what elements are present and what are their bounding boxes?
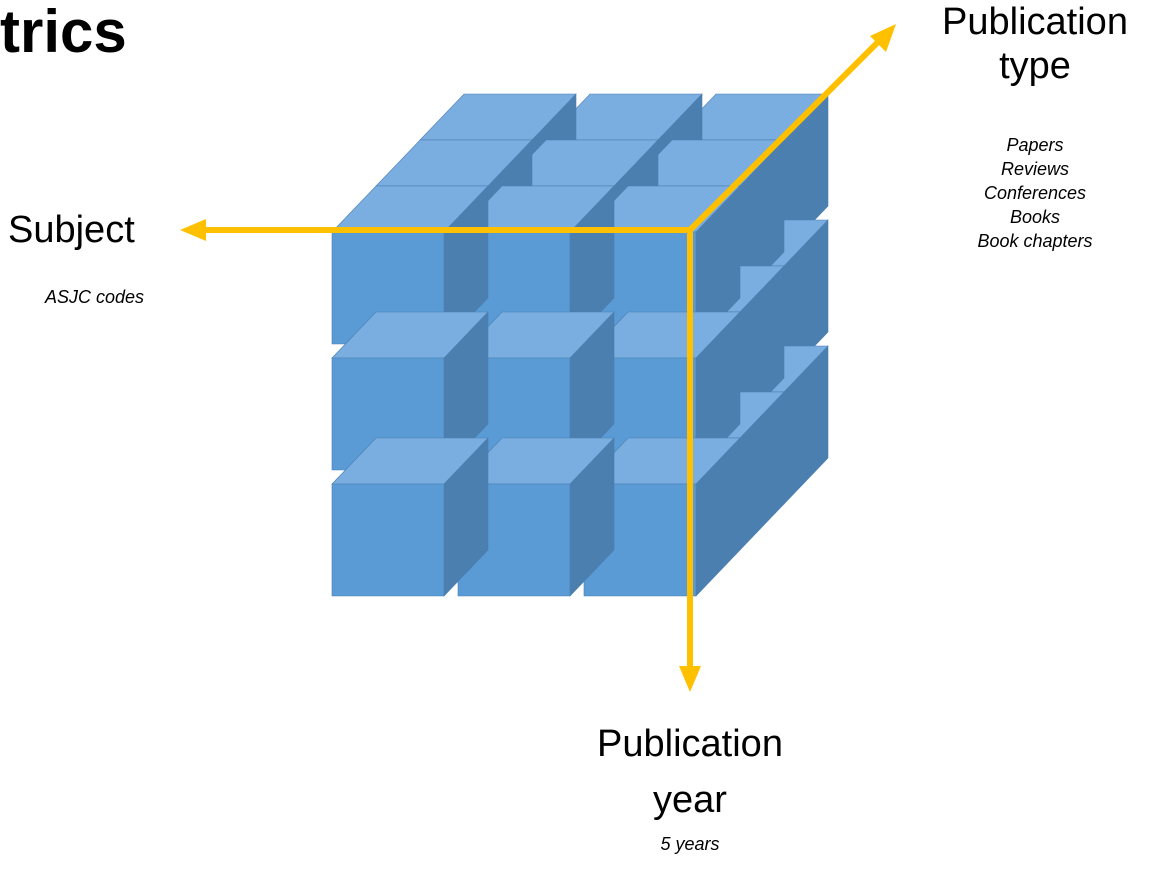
publication-year-label-line2: year — [653, 779, 727, 821]
publication-type-list: Papers Reviews Conferences Books Book ch… — [950, 133, 1120, 253]
cube-grid — [331, 93, 829, 597]
publication-type-label-line2: type — [999, 45, 1071, 87]
publication-year-subtitle: 5 years — [660, 834, 720, 854]
axis-arrows — [180, 24, 896, 692]
publication-type-arrowhead — [870, 24, 896, 52]
subject-axis-label: Subject — [8, 209, 135, 251]
publication-year-arrowhead — [679, 666, 701, 692]
subject-axis-subtitle: ASJC codes — [45, 287, 145, 307]
publication-type-axis-label: Publication type — [890, 0, 1174, 88]
publication-type-item: Books — [1009, 207, 1061, 227]
publication-type-item: Conferences — [983, 183, 1087, 203]
publication-type-item: Book chapters — [977, 231, 1093, 251]
publication-type-axis-line — [687, 37, 883, 233]
publication-year-axis-label: Publication year — [530, 716, 850, 828]
publication-type-item: Reviews — [1000, 159, 1070, 179]
publication-type-item: Papers — [1006, 135, 1064, 155]
subject-arrowhead — [180, 219, 206, 241]
publication-type-label-line1: Publication — [942, 1, 1128, 43]
publication-year-label-line1: Publication — [597, 723, 783, 765]
page-title: trics — [0, 0, 127, 65]
cube-front-face — [331, 483, 445, 597]
